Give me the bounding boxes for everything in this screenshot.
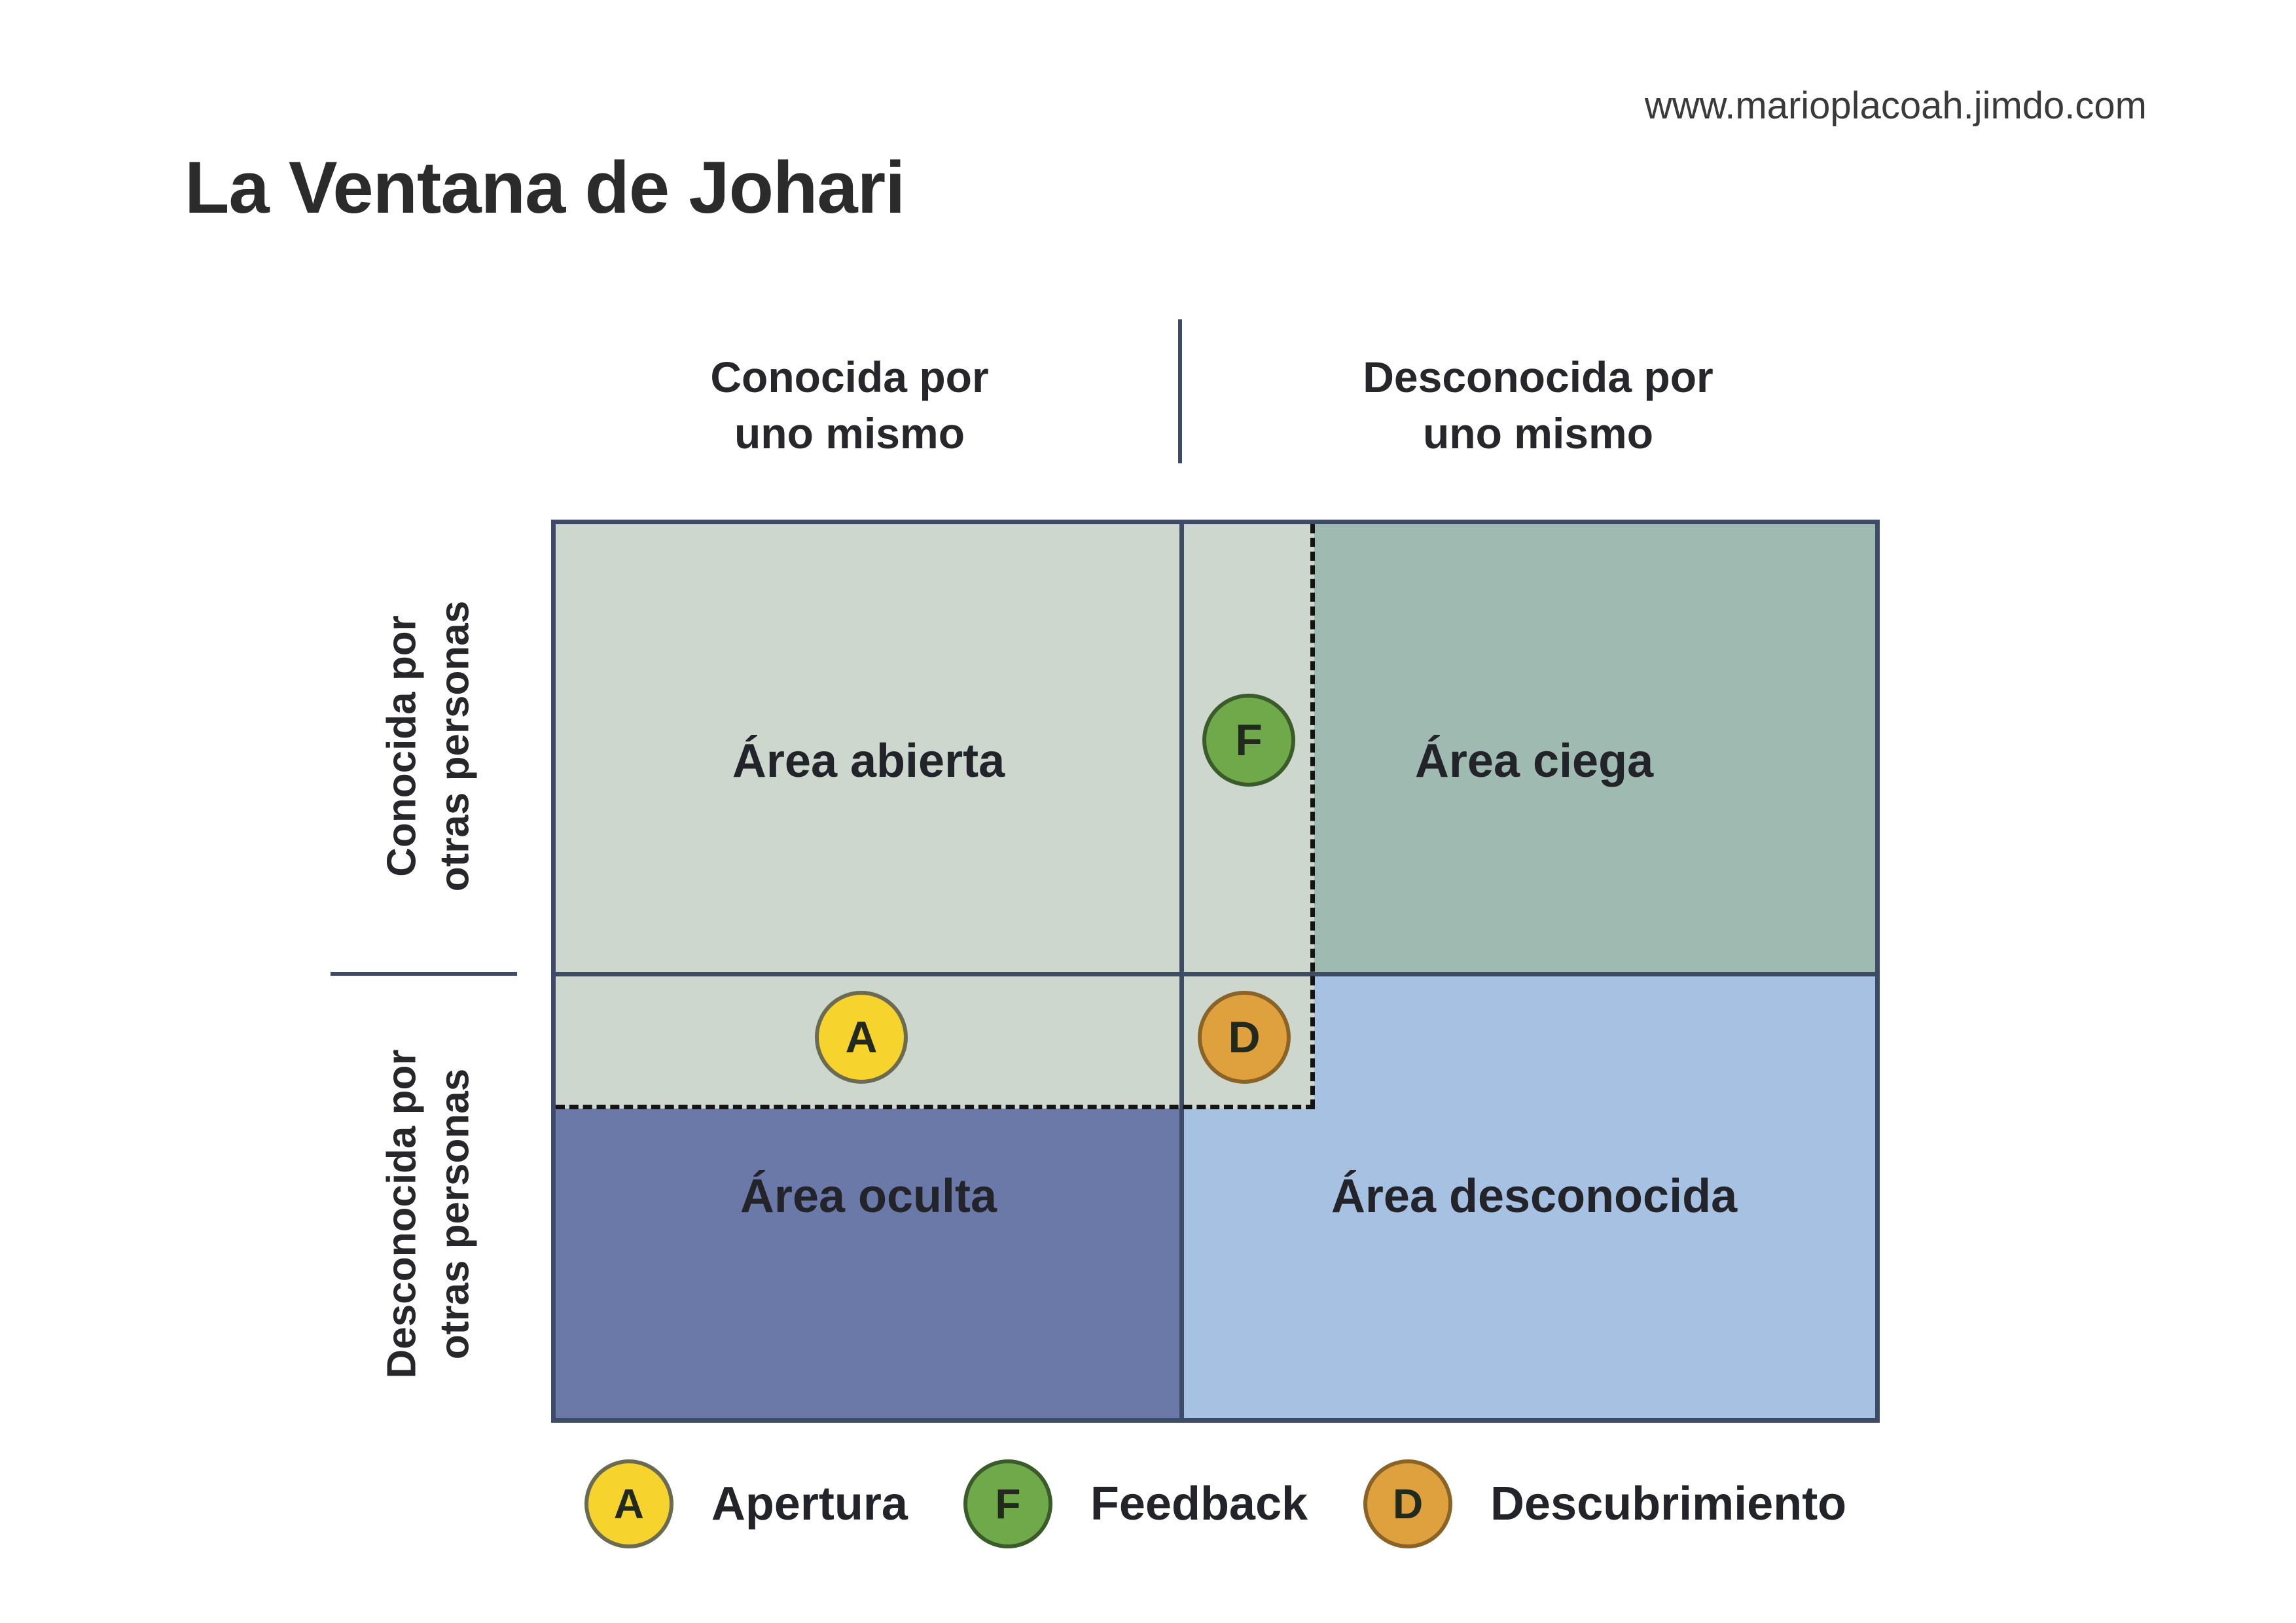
grid-center-vertical-line	[1179, 524, 1184, 1418]
grid-center-horizontal-line	[556, 972, 1875, 976]
blind-area-label: Área ciega	[1414, 735, 1654, 787]
descubrimiento-marker-circle: D	[1198, 991, 1291, 1084]
feedback-legend-label: Feedback	[1090, 1477, 1308, 1530]
apertura-marker-circle: A	[815, 991, 908, 1084]
website-url: www.marioplacoah.jimdo.com	[1644, 84, 2147, 127]
row-header-unknown-to-others: Desconocida por otras personas	[379, 1049, 477, 1379]
quadrant-open-area-extended	[556, 524, 1314, 1109]
hidden-area-label: Área oculta	[740, 1170, 997, 1222]
feedback-legend-icon: F	[963, 1459, 1052, 1548]
legend-item-descubrimiento: D Descubrimiento	[1363, 1459, 1846, 1548]
column-header-unknown-to-self: Desconocida por uno mismo	[1363, 353, 1713, 457]
dashed-apertura-boundary-line	[556, 1105, 1315, 1109]
apertura-legend-icon: A	[584, 1459, 673, 1548]
column-header-known-to-self: Conocida por uno mismo	[710, 353, 989, 457]
descubrimiento-legend-icon: D	[1363, 1459, 1453, 1548]
apertura-legend-label: Apertura	[711, 1477, 908, 1530]
unknown-area-label: Área desconocida	[1331, 1170, 1738, 1222]
johari-grid: Área abierta Área ciega Área oculta Área…	[551, 520, 1880, 1423]
page-title: La Ventana de Johari	[185, 147, 905, 228]
open-area-label: Área abierta	[732, 735, 1005, 787]
feedback-marker-circle: F	[1202, 694, 1295, 787]
legend: A Apertura F Feedback D Descubrimiento	[551, 1456, 1880, 1551]
row-header-known-to-others: Conocida por otras personas	[379, 600, 477, 892]
dashed-feedback-boundary-line	[1310, 524, 1315, 1109]
column-divider-line	[1178, 319, 1182, 463]
descubrimiento-legend-label: Descubrimiento	[1490, 1477, 1847, 1530]
row-divider-line	[331, 972, 517, 976]
legend-item-apertura: A Apertura	[584, 1459, 908, 1548]
legend-item-feedback: F Feedback	[963, 1459, 1308, 1548]
